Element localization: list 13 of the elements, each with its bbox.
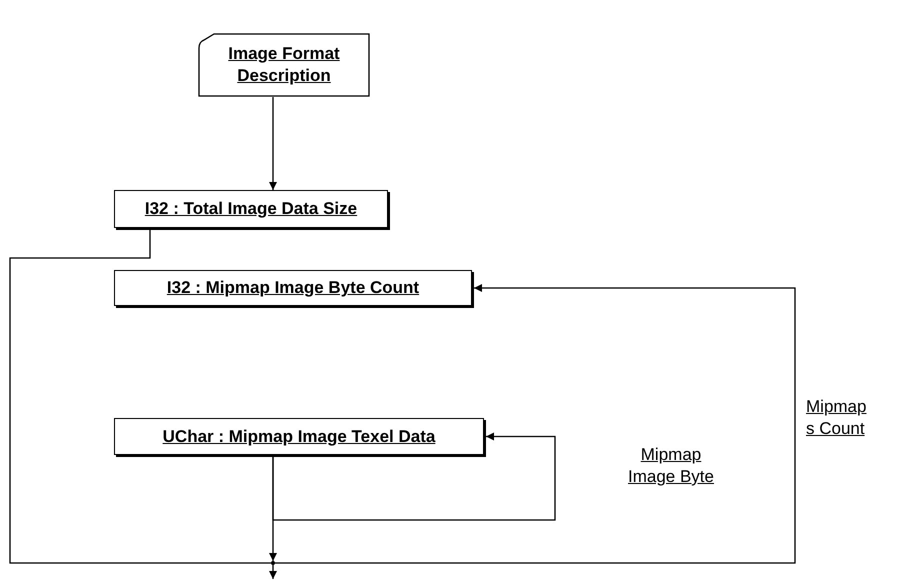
process-box xyxy=(114,190,388,228)
process-box xyxy=(114,418,484,455)
box-label: Image Format Description xyxy=(227,42,341,86)
tab-shaped-box xyxy=(198,32,370,97)
junction-point xyxy=(271,561,275,565)
arrow xyxy=(275,284,796,564)
box-label: UChar : Mipmap Image Texel Data xyxy=(162,426,436,448)
arrow xyxy=(269,97,277,190)
box-label: I32 : Total Image Data Size xyxy=(144,198,358,220)
arrow xyxy=(272,432,556,521)
box-label: I32 : Mipmap Image Byte Count xyxy=(166,277,420,299)
process-box xyxy=(114,270,472,306)
arrow xyxy=(269,565,277,579)
